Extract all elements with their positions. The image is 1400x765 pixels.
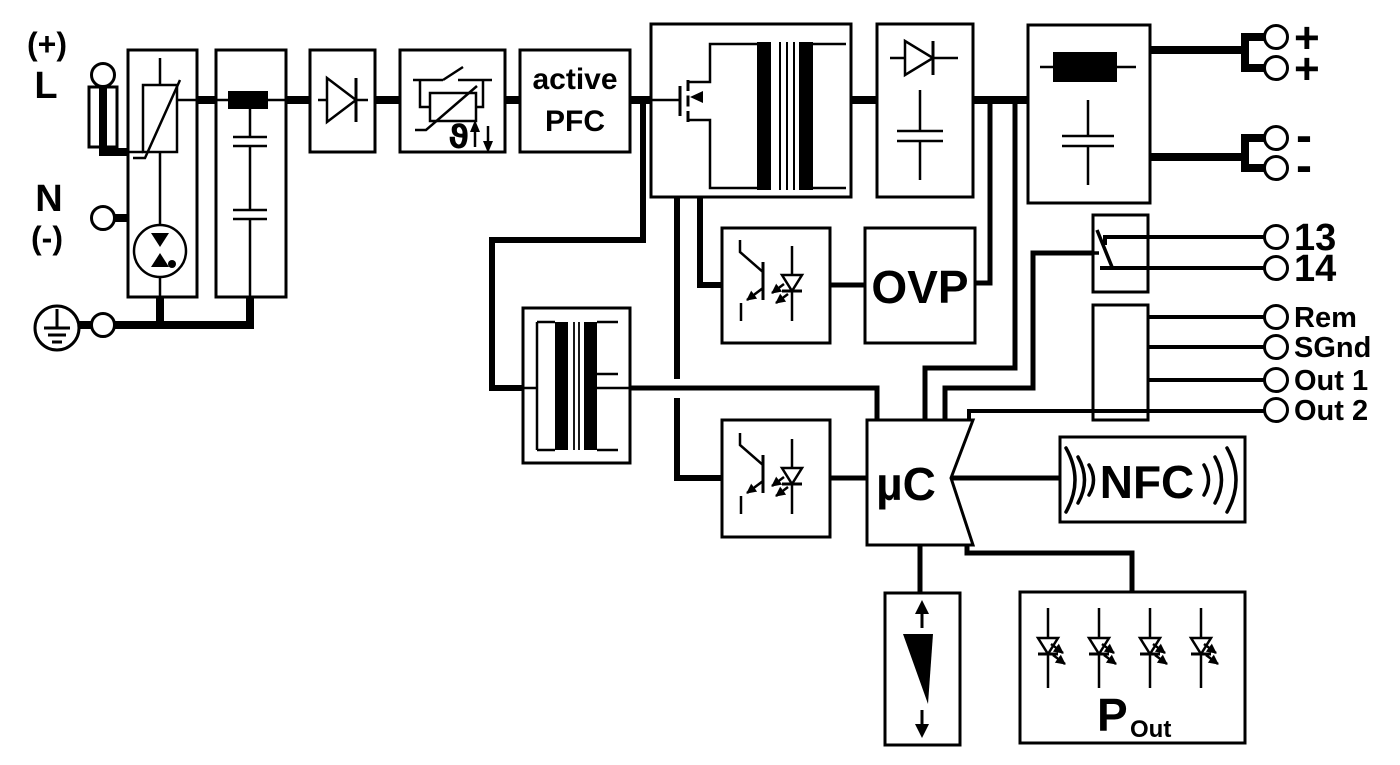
led-icon-2 xyxy=(1086,608,1117,688)
label-ovp: OVP xyxy=(871,261,968,313)
label-out-plus-1: + xyxy=(1294,14,1320,63)
wire-aux-to-mcu xyxy=(630,385,880,420)
terminal-plus-2 xyxy=(1263,55,1289,81)
wire-sense-to-mcu xyxy=(922,100,1018,420)
terminal-n xyxy=(90,205,116,231)
secondary-capacitor-icon xyxy=(897,90,943,180)
label-out-plus-2: + xyxy=(1294,45,1320,94)
ovp-optocoupler-block xyxy=(720,226,832,345)
mosfet-icon xyxy=(651,42,757,190)
emi-capacitors-icon xyxy=(233,109,267,297)
secondary-rectifier-block xyxy=(875,22,975,199)
terminal-13 xyxy=(1263,224,1289,250)
label-pfc-line2: PFC xyxy=(545,105,605,138)
wire-ovp-to-bus xyxy=(975,100,993,286)
terminal-wiring xyxy=(967,235,1270,420)
rectifier-diode-icon xyxy=(318,75,368,125)
wire-primary-to-opto1 xyxy=(697,197,722,288)
active-pfc-block xyxy=(518,48,632,154)
wire-mcu-to-led xyxy=(964,545,1135,592)
label-nfc: NFC xyxy=(1100,456,1195,508)
label-mcu: µC xyxy=(876,458,936,510)
potentiometer-icon xyxy=(903,600,933,738)
terminal-plus-1 xyxy=(1263,24,1289,50)
label-terminal-14: 14 xyxy=(1294,248,1336,290)
label-out-minus-1: - xyxy=(1296,110,1312,163)
wire-terminal-out2 xyxy=(967,409,1270,420)
varistor-icon xyxy=(128,58,197,297)
optocoupler-icon-1 xyxy=(738,240,805,321)
terminal-minus-2 xyxy=(1263,155,1289,181)
power-wiring xyxy=(79,33,1266,329)
secondary-wiring xyxy=(489,100,722,481)
terminal-l xyxy=(90,62,116,88)
terminal-14 xyxy=(1263,255,1289,281)
aux-transformer-block xyxy=(521,306,632,465)
label-thermistor-theta: ϑ xyxy=(448,118,469,156)
wire-out-plus xyxy=(1150,33,1266,72)
led-icon-3 xyxy=(1137,608,1168,688)
label-pout-main: P xyxy=(1097,689,1128,741)
terminal-out2 xyxy=(1263,397,1289,423)
main-transformer-icon xyxy=(757,42,846,190)
led-icon-1 xyxy=(1035,608,1066,688)
led-icons xyxy=(1035,608,1219,688)
led-icon-4 xyxy=(1188,608,1219,688)
feedback-optocoupler-block xyxy=(720,418,832,539)
secondary-diode-icon xyxy=(890,38,958,78)
terminal-out1 xyxy=(1263,367,1289,393)
emi-inductor-icon xyxy=(216,91,286,109)
label-pfc-line1: active xyxy=(532,63,617,96)
label-input-l: L xyxy=(34,65,57,107)
label-terminal-out1: Out 1 xyxy=(1294,365,1368,397)
terminals xyxy=(90,24,1289,423)
temperature-arrows-icon xyxy=(470,120,493,153)
label-out-minus-2: - xyxy=(1296,140,1312,193)
relay-contact-block xyxy=(1091,213,1150,294)
ntc-inrush-icon xyxy=(413,65,492,132)
wire-mcu-to-relay xyxy=(942,250,1093,420)
gas-discharge-tube-icon xyxy=(132,223,188,279)
aux-transformer-icon xyxy=(523,320,630,452)
label-input-plus: (+) xyxy=(27,26,67,62)
blocks xyxy=(126,22,1247,747)
wire-out-minus xyxy=(1150,134,1266,172)
label-pout-sub: Out xyxy=(1130,716,1171,743)
wire-aux-feed xyxy=(489,100,646,391)
label-terminal-out2: Out 2 xyxy=(1294,395,1368,427)
ovp-block xyxy=(863,226,977,345)
label-input-n: N xyxy=(35,178,62,220)
mosfet-arrow-icon xyxy=(690,91,703,103)
led-indicator-block xyxy=(1018,590,1247,745)
wire-primary-to-opto2-b xyxy=(674,398,722,481)
output-inductor-icon xyxy=(1040,52,1136,82)
earth-symbol-icon xyxy=(33,304,81,352)
wire-line-input xyxy=(99,84,128,156)
signal-interface-block xyxy=(1091,303,1150,422)
terminal-pe xyxy=(90,312,116,338)
terminal-rem xyxy=(1263,304,1289,330)
nfc-waves-icon xyxy=(1064,446,1238,514)
relay-contact-icon xyxy=(1093,229,1114,268)
wire-terminal-13 xyxy=(1103,235,1270,245)
terminal-sgnd xyxy=(1263,334,1289,360)
label-terminal-rem: Rem xyxy=(1294,302,1357,334)
label-terminal-13: 13 xyxy=(1294,217,1336,259)
terminal-minus-1 xyxy=(1263,125,1289,151)
signal-wiring xyxy=(630,100,1135,593)
switching-stage-block xyxy=(649,22,853,199)
label-terminal-sgnd: SGnd xyxy=(1294,332,1371,364)
mcu-block xyxy=(865,418,976,547)
optocoupler-icon-2 xyxy=(738,433,805,514)
label-input-minus: (-) xyxy=(31,220,63,256)
output-capacitor-icon xyxy=(1062,100,1114,185)
